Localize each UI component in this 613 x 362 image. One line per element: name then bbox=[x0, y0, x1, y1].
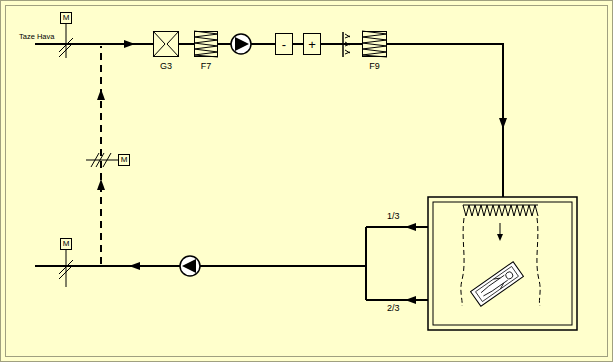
operating-room bbox=[428, 197, 577, 330]
filter-f7: F7 bbox=[194, 31, 218, 71]
motor-box: M bbox=[60, 238, 72, 250]
supply-duct bbox=[35, 44, 503, 197]
cooling-coil: - bbox=[275, 33, 293, 55]
motor-box: M bbox=[60, 12, 72, 24]
filter-class: F7 bbox=[194, 62, 218, 71]
filter-class: F9 bbox=[362, 62, 387, 71]
inner-frame bbox=[6, 6, 608, 357]
component-text: M bbox=[121, 156, 128, 164]
component-text: M bbox=[63, 240, 70, 248]
filter-g3: G3 bbox=[153, 31, 179, 71]
ratio-label: 2/3 bbox=[387, 304, 400, 313]
component-box: M bbox=[60, 238, 72, 250]
component-box: M bbox=[60, 12, 72, 24]
component-box: - bbox=[275, 33, 293, 55]
filter-class: G3 bbox=[153, 62, 179, 71]
return-fan bbox=[180, 256, 200, 276]
component-box bbox=[362, 31, 387, 57]
component-box bbox=[194, 31, 218, 57]
dampers bbox=[59, 24, 118, 287]
fresh-air-label: Taze Hava bbox=[19, 33, 54, 41]
duct-connector bbox=[293, 43, 303, 45]
recirculation-duct bbox=[100, 46, 102, 264]
component-text: - bbox=[282, 38, 286, 51]
flow-arrows bbox=[97, 40, 507, 304]
component-box: + bbox=[303, 33, 321, 55]
filter-f9: F9 bbox=[362, 31, 387, 71]
component-text: M bbox=[63, 14, 70, 22]
motor-box: M bbox=[118, 154, 130, 166]
humidifier bbox=[343, 32, 350, 57]
patient-table bbox=[471, 262, 524, 307]
component-grounds bbox=[153, 31, 387, 57]
return-duct bbox=[35, 227, 428, 300]
heating-coil: + bbox=[303, 33, 321, 55]
component-box bbox=[153, 31, 179, 57]
component-text: + bbox=[308, 38, 316, 51]
filter-pleats bbox=[153, 31, 387, 57]
duct-connector bbox=[179, 43, 194, 45]
component-box: M bbox=[118, 154, 130, 166]
supply-fan bbox=[231, 34, 251, 54]
ratio-label: 1/3 bbox=[387, 212, 400, 221]
